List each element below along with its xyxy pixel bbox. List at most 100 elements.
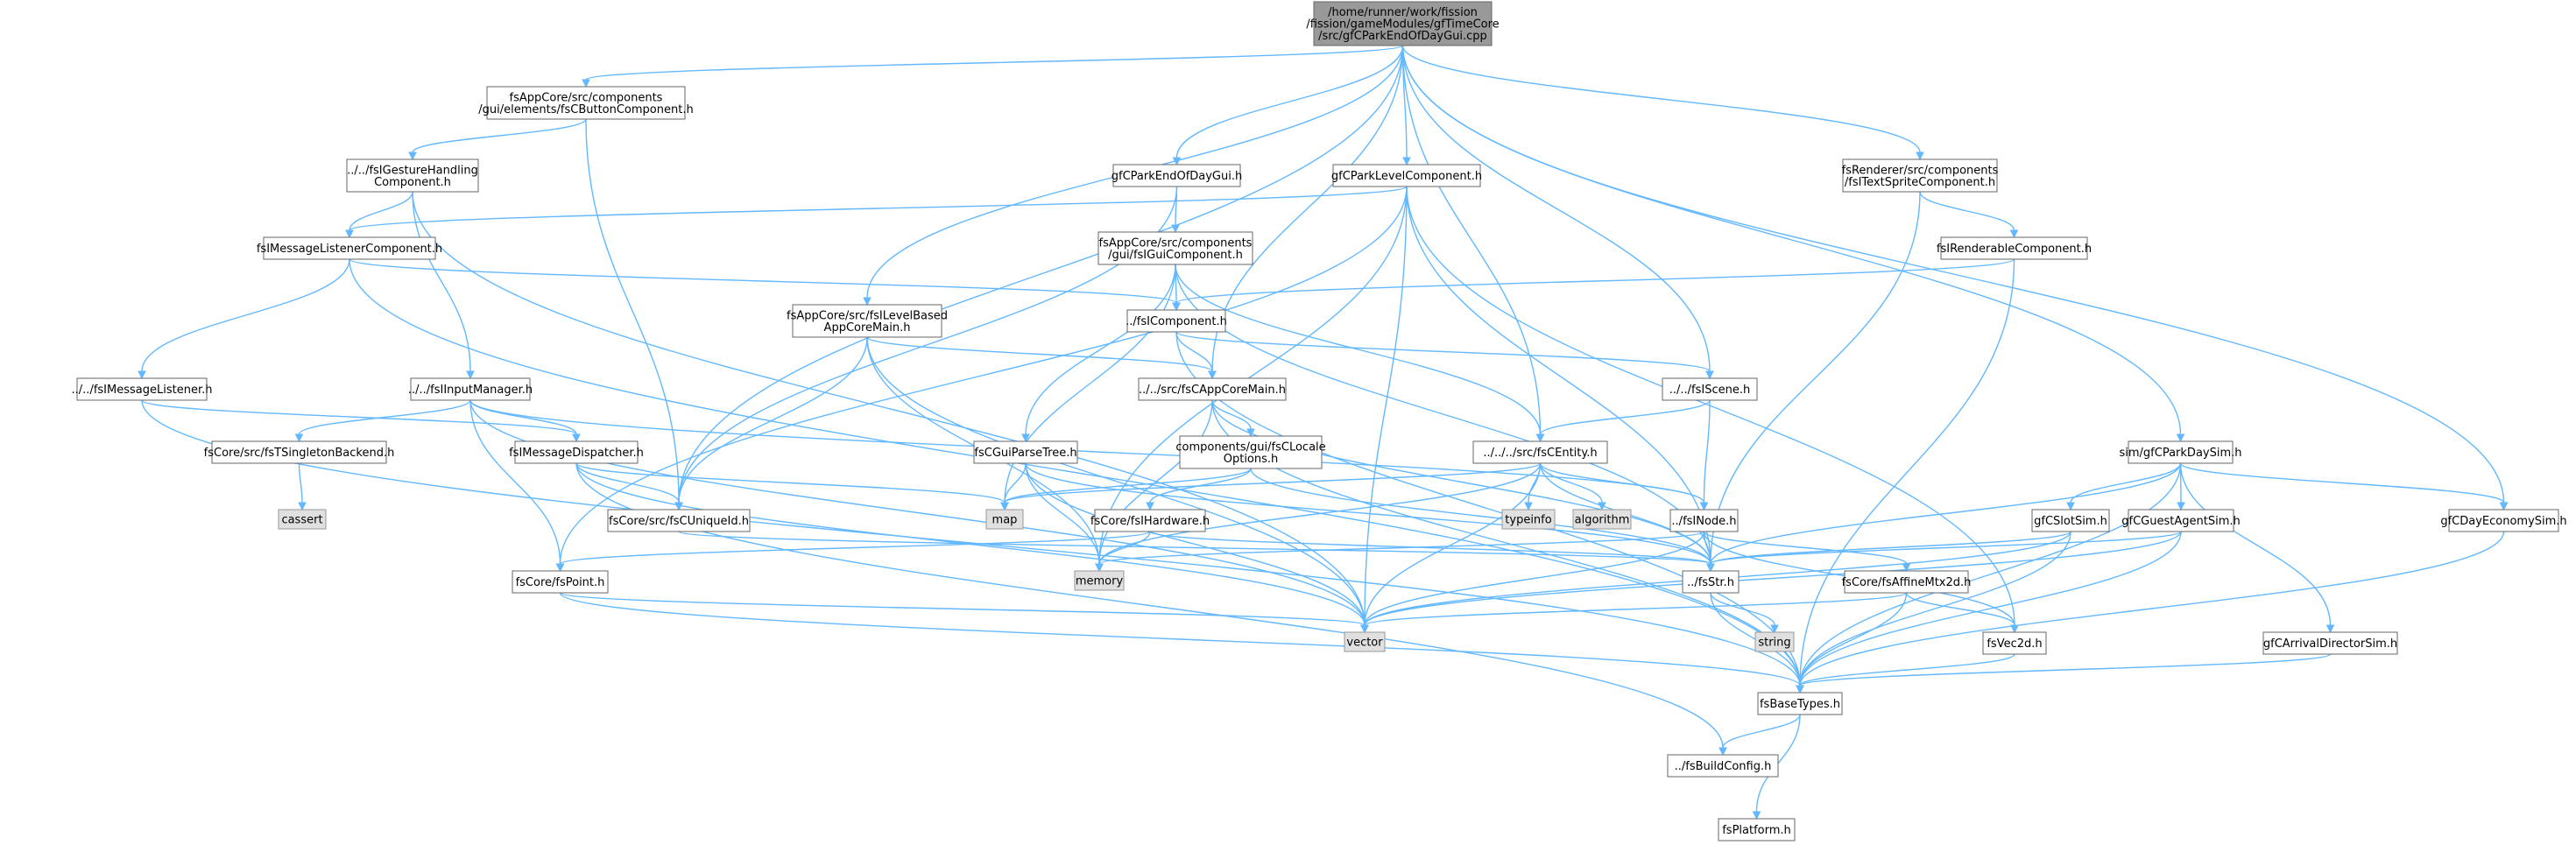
node-label-line: string bbox=[1758, 637, 1790, 650]
edges-layer bbox=[138, 45, 2509, 820]
node-label-line: Component.h bbox=[374, 176, 451, 189]
node-vector[interactable]: vector bbox=[1344, 631, 1386, 652]
node-box bbox=[973, 440, 1078, 464]
edge-guiComp-to-guiParseTree bbox=[1021, 264, 1176, 443]
node-box bbox=[1179, 435, 1323, 469]
node-singletonBackend[interactable]: fsCore/src/fsTSingletonBackend.h bbox=[204, 440, 395, 464]
node-label-line: /gui/elements/fsCButtonComponent.h bbox=[478, 103, 693, 116]
edge-parkDaySim-to-dayEconomySim bbox=[2179, 462, 2509, 511]
node-point[interactable]: fsCore/fsPoint.h bbox=[512, 570, 609, 594]
node-affineMtx[interactable]: fsCore/fsAffineMtx2d.h bbox=[1842, 570, 1972, 594]
node-box bbox=[1982, 631, 2047, 655]
node-box bbox=[1332, 164, 1481, 187]
node-guiComp[interactable]: fsAppCore/src/components/gui/fsIGuiCompo… bbox=[1097, 231, 1253, 265]
node-label-line: /fission/gameModules/gfTimeCore bbox=[1306, 18, 1499, 32]
edge-parkLevelComp-to-vector bbox=[1360, 186, 1408, 634]
node-cassert[interactable]: cassert bbox=[278, 509, 327, 530]
node-box bbox=[514, 440, 639, 464]
edge-guiComp-to-fsStr bbox=[1175, 264, 1715, 573]
node-msgListener[interactable]: ../../fsIMessageListener.h bbox=[72, 377, 213, 401]
edge-guestAgentSim-to-fsStr bbox=[1706, 531, 2182, 573]
node-map[interactable]: map bbox=[985, 509, 1024, 530]
node-box bbox=[1572, 509, 1632, 530]
edge-guestAgentSim-to-vector bbox=[1360, 531, 2182, 634]
edge-msgDispatcher-to-vector bbox=[575, 462, 1369, 634]
node-box bbox=[346, 158, 479, 193]
node-guiParseTree[interactable]: fsCGuiParseTree.h bbox=[973, 440, 1078, 464]
node-box bbox=[2128, 509, 2234, 532]
node-hardware[interactable]: fsCore/fsIHardware.h bbox=[1090, 509, 1210, 532]
node-msgDispatcher[interactable]: fsIMessageDispatcher.h bbox=[509, 440, 644, 464]
node-uniqueId[interactable]: fsCore/src/fsCUniqueId.h bbox=[607, 509, 751, 532]
node-guestAgentSim[interactable]: gfCGuestAgentSim.h bbox=[2121, 509, 2241, 532]
node-buildConfig[interactable]: ../fsBuildConfig.h bbox=[1667, 754, 1779, 778]
edge-inputManager-to-vector bbox=[469, 399, 1369, 634]
node-inputManager[interactable]: ../../fsIInputManager.h bbox=[408, 377, 533, 401]
node-parkDaySim[interactable]: sim/gfCParkDaySim.h bbox=[2120, 440, 2242, 464]
node-label-line: fsCore/src/fsTSingletonBackend.h bbox=[204, 447, 395, 460]
node-label-line: fsVec2d.h bbox=[1987, 637, 2042, 651]
node-memory[interactable]: memory bbox=[1074, 570, 1125, 591]
node-label-line: gfCDayEconomySim.h bbox=[2440, 515, 2566, 528]
node-label-line: Options.h bbox=[1224, 453, 1279, 466]
node-buttonComp[interactable]: fsAppCore/src/components/gui/elements/fs… bbox=[478, 86, 694, 120]
node-typeinfo[interactable]: typeinfo bbox=[1501, 509, 1556, 530]
edge-iScene-to-cEntity bbox=[1535, 399, 1711, 443]
node-box bbox=[2128, 440, 2234, 464]
node-endOfDayGuiH[interactable]: gfCParkEndOfDayGui.h bbox=[1112, 164, 1242, 187]
node-label-line: fsPlatform.h bbox=[1722, 824, 1791, 837]
edge-vec2d-to-baseTypes bbox=[1796, 653, 2015, 694]
edge-root-to-textSpriteComp bbox=[1401, 45, 1924, 161]
edge-levelBasedMain-to-uniqueId bbox=[674, 336, 868, 511]
node-box bbox=[985, 509, 1024, 530]
node-label-line: map bbox=[992, 514, 1018, 527]
node-msgListenerComp[interactable]: fsIMessageListenerComponent.h bbox=[257, 236, 442, 260]
node-algorithm[interactable]: algorithm bbox=[1572, 509, 1632, 530]
node-label-line: /gui/fsIGuiComponent.h bbox=[1108, 249, 1243, 262]
node-box bbox=[263, 236, 436, 260]
node-label-line: fsIMessageListenerComponent.h bbox=[257, 243, 442, 256]
node-label-line: ../../fsIScene.h bbox=[1669, 384, 1750, 397]
node-label-line: ../fsIComponent.h bbox=[1126, 315, 1227, 328]
edge-buttonComp-to-gestureComp bbox=[408, 118, 587, 161]
node-textSpriteComp[interactable]: fsRenderer/src/components/fsITextSpriteC… bbox=[1842, 158, 1999, 193]
node-label-line: gfCArrivalDirectorSim.h bbox=[2263, 637, 2397, 651]
node-iScene[interactable]: ../../fsIScene.h bbox=[1662, 377, 1758, 401]
node-label-line: ../../fsIInputManager.h bbox=[408, 384, 533, 397]
node-label-line: gfCParkEndOfDayGui.h bbox=[1112, 170, 1242, 183]
node-slotSim[interactable]: gfCSlotSim.h bbox=[2031, 509, 2110, 532]
node-box bbox=[1844, 570, 1969, 594]
node-box bbox=[1754, 631, 1795, 652]
node-iNode[interactable]: ../fsINode.h bbox=[1669, 509, 1739, 532]
node-label-line: ../fsBuildConfig.h bbox=[1675, 760, 1772, 773]
edge-iNode-to-memory bbox=[1095, 531, 1705, 573]
node-fsStr[interactable]: ../fsStr.h bbox=[1682, 570, 1740, 594]
node-label-line: fsIRenderableComponent.h bbox=[1937, 243, 2092, 256]
node-box bbox=[76, 377, 208, 401]
node-label-line: ../fsINode.h bbox=[1671, 515, 1736, 528]
node-appCoreMain[interactable]: ../../src/fsCAppCoreMain.h bbox=[1138, 377, 1287, 401]
node-label-line: /src/gfCParkEndOfDayGui.cpp bbox=[1318, 30, 1487, 43]
node-platform[interactable]: fsPlatform.h bbox=[1718, 818, 1796, 841]
node-box bbox=[1344, 631, 1386, 652]
node-label-line: typeinfo bbox=[1505, 514, 1551, 527]
node-parkLevelComp[interactable]: gfCParkLevelComponent.h bbox=[1331, 164, 1482, 187]
node-baseTypes[interactable]: fsBaseTypes.h bbox=[1757, 692, 1843, 715]
node-root[interactable]: /home/runner/work/fission/fission/gameMo… bbox=[1306, 1, 1500, 46]
node-renderableComp[interactable]: fsIRenderableComponent.h bbox=[1937, 236, 2092, 260]
edge-dayEconomySim-to-baseTypes bbox=[1796, 531, 2505, 694]
node-dayEconomySim[interactable]: gfCDayEconomySim.h bbox=[2440, 509, 2567, 532]
node-label-line: fsAppCore/src/components bbox=[1099, 236, 1253, 250]
node-string[interactable]: string bbox=[1754, 631, 1795, 652]
node-label-line: memory bbox=[1076, 575, 1124, 588]
node-iComponent[interactable]: ../fsIComponent.h bbox=[1126, 309, 1227, 333]
node-label-line: ../../../src/fsCEntity.h bbox=[1483, 447, 1597, 460]
node-cEntity[interactable]: ../../../src/fsCEntity.h bbox=[1472, 440, 1608, 464]
node-box bbox=[1313, 1, 1493, 46]
node-arrivalDirector[interactable]: gfCArrivalDirectorSim.h bbox=[2262, 631, 2398, 655]
node-label-line: components/gui/fsCLocale bbox=[1175, 440, 1325, 454]
node-vec2d[interactable]: fsVec2d.h bbox=[1982, 631, 2047, 655]
